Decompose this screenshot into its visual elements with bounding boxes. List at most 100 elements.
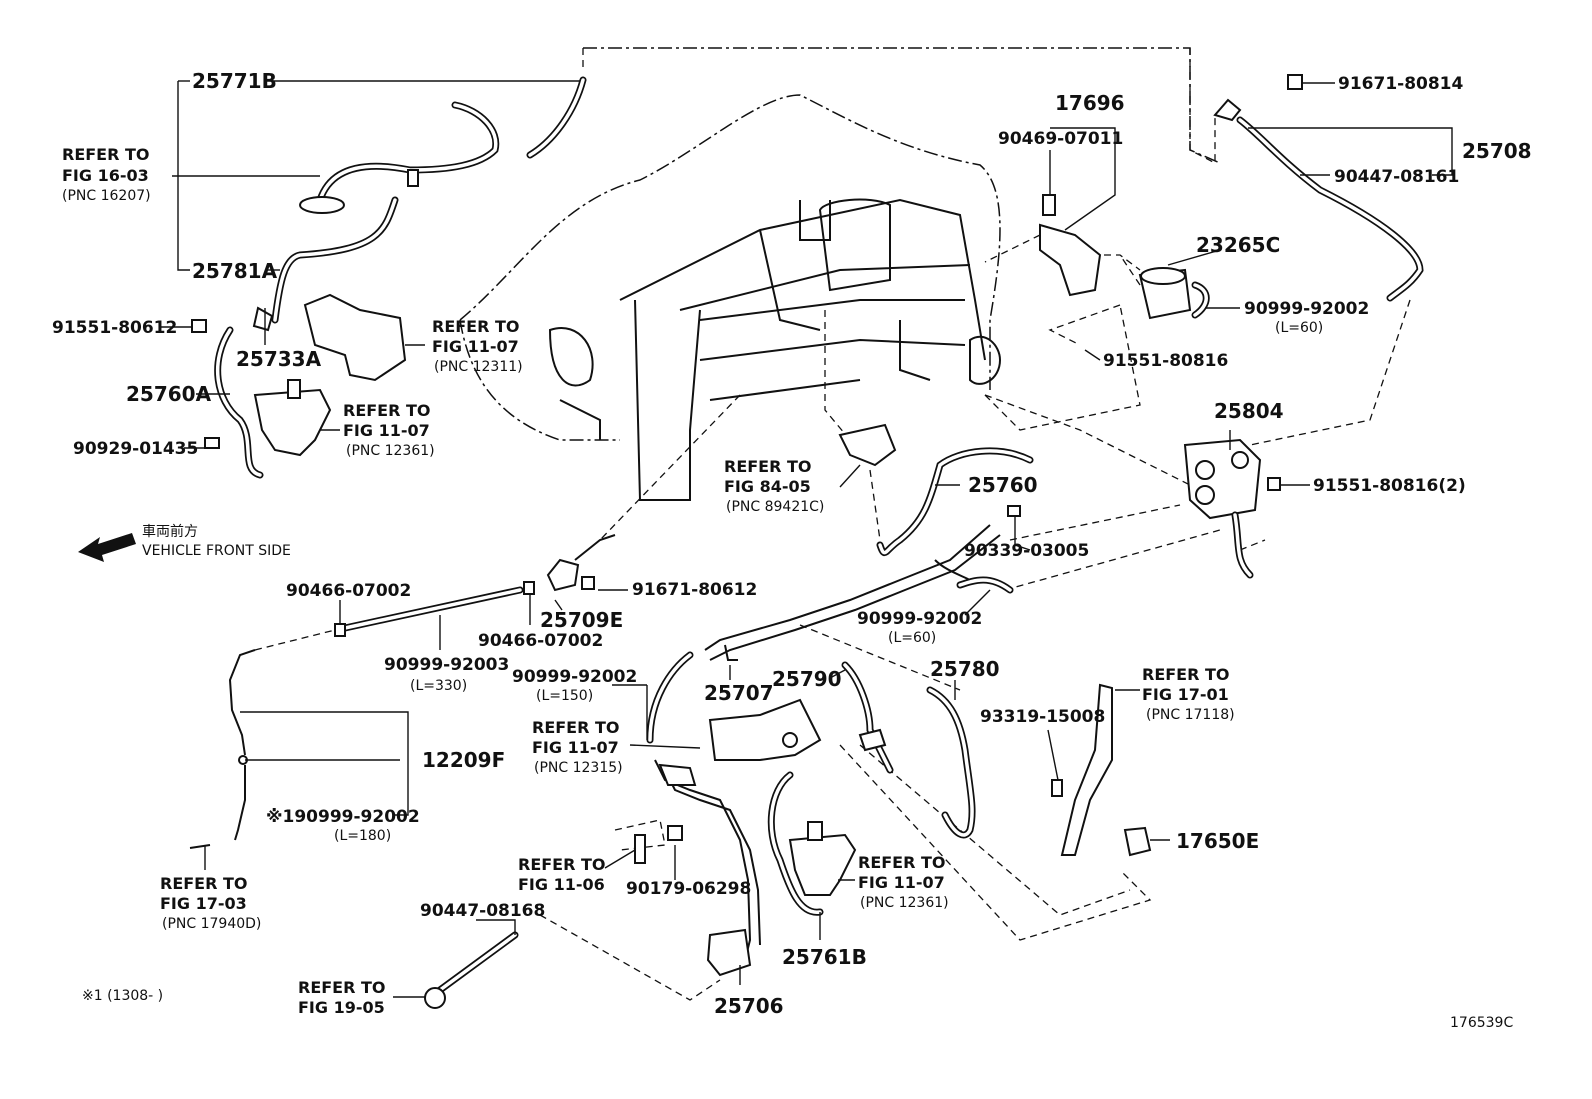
label-25709E: 25709E xyxy=(540,608,623,632)
label-90999-92002-d: ※190999-92002 xyxy=(266,807,420,827)
label-91551-80612: 91551-80612 xyxy=(52,318,177,338)
label-90469-07011: 90469-07011 xyxy=(998,129,1123,149)
svg-text:REFER TO: REFER TO xyxy=(343,401,431,420)
svg-text:REFER TO: REFER TO xyxy=(518,855,606,874)
label-90447-08168: 90447-08168 xyxy=(420,901,545,921)
label-90999-92002-d-length: (L=180) xyxy=(334,828,391,844)
svg-text:(PNC 12361): (PNC 12361) xyxy=(346,443,435,459)
label-25760A: 25760A xyxy=(126,382,212,406)
refer-fig-84-05[interactable]: REFER TO FIG 84-05 (PNC 89421C) xyxy=(724,457,824,515)
svg-text:FIG 17-01: FIG 17-01 xyxy=(1142,685,1229,704)
svg-text:(PNC 89421C): (PNC 89421C) xyxy=(726,499,824,515)
pipe-25706 xyxy=(654,759,761,977)
svg-text:FIG 84-05: FIG 84-05 xyxy=(724,477,811,496)
bracket-12311 xyxy=(303,293,407,382)
svg-text:FIG 11-06: FIG 11-06 xyxy=(518,875,605,894)
svg-text:FIG 16-03: FIG 16-03 xyxy=(62,166,149,185)
vehicle-front-arrow-icon xyxy=(78,533,136,562)
bracket-17696 xyxy=(1039,194,1102,297)
label-25733A: 25733A xyxy=(236,347,322,371)
pipe-25708 xyxy=(1213,74,1424,302)
label-90999-92002-b-length: (L=60) xyxy=(888,630,936,646)
svg-text:(PNC 12315): (PNC 12315) xyxy=(534,760,623,776)
label-90999-92002-c-length: (L=150) xyxy=(536,688,593,704)
svg-text:(PNC 16207): (PNC 16207) xyxy=(62,188,151,204)
hose-assembly-top-left xyxy=(271,76,587,324)
label-93319-15008: 93319-15008 xyxy=(980,707,1105,727)
dashed-connections xyxy=(254,48,1411,1001)
svg-text:FIG 17-03: FIG 17-03 xyxy=(160,894,247,913)
label-25780: 25780 xyxy=(930,657,1000,681)
pipe-12209F xyxy=(189,649,256,849)
refer-fig-19-05[interactable]: REFER TO FIG 19-05 xyxy=(298,978,386,1017)
label-91671-80814: 91671-80814 xyxy=(1338,74,1464,94)
label-90466-07002-a: 90466-07002 xyxy=(286,581,411,601)
refer-fig-17-03[interactable]: REFER TO FIG 17-03 (PNC 17940D) xyxy=(160,874,261,932)
leader-lines xyxy=(160,80,1453,998)
svg-text:REFER TO: REFER TO xyxy=(160,874,248,893)
label-90999-92002-a-length: (L=60) xyxy=(1275,320,1323,336)
label-90466-07002-b: 90466-07002 xyxy=(478,631,603,651)
svg-text:FIG 11-07: FIG 11-07 xyxy=(343,421,430,440)
label-17650E: 17650E xyxy=(1176,829,1259,853)
label-90999-92002-b: 90999-92002 xyxy=(857,609,982,629)
pipe-network xyxy=(334,505,1021,661)
label-91671-80612: 91671-80612 xyxy=(632,580,757,600)
vsv-valve-lower xyxy=(767,771,857,916)
svg-text:FIG 11-07: FIG 11-07 xyxy=(532,738,619,757)
svg-text:(PNC 12361): (PNC 12361) xyxy=(860,895,949,911)
refer-fig-16-03[interactable]: REFER TO FIG 16-03 (PNC 16207) xyxy=(62,145,151,204)
refer-fig-11-06[interactable]: REFER TO FIG 11-06 xyxy=(518,855,606,894)
label-25707: 25707 xyxy=(704,681,774,705)
svg-text:REFER TO: REFER TO xyxy=(432,317,520,336)
svg-text:FIG 11-07: FIG 11-07 xyxy=(858,873,945,892)
label-90999-92002-c: 90999-92002 xyxy=(512,667,637,687)
refer-fig-11-07-12315[interactable]: REFER TO FIG 11-07 (PNC 12315) xyxy=(532,718,623,776)
label-25706: 25706 xyxy=(714,994,784,1018)
sensor-89421C xyxy=(838,423,897,467)
svg-text:(PNC 17940D): (PNC 17940D) xyxy=(162,916,261,932)
label-90339-03005: 90339-03005 xyxy=(964,541,1089,561)
label-91551-80816-2: 91551-80816(2) xyxy=(1313,476,1466,496)
label-90999-92002-a: 90999-92002 xyxy=(1244,299,1369,319)
label-90179-06298: 90179-06298 xyxy=(626,879,751,899)
diagram-id: 176539C xyxy=(1450,1015,1513,1031)
label-25781A: 25781A xyxy=(192,259,278,283)
svg-text:FIG 11-07: FIG 11-07 xyxy=(432,337,519,356)
label-25760: 25760 xyxy=(968,473,1038,497)
label-90447-08161: 90447-08161 xyxy=(1334,167,1459,187)
label-12209F: 12209F xyxy=(422,748,505,772)
refer-fig-11-07-12311[interactable]: REFER TO FIG 11-07 (PNC 12311) xyxy=(432,317,523,375)
svg-text:REFER TO: REFER TO xyxy=(858,853,946,872)
vehicle-front-note: 車両前方 VEHICLE FRONT SIDE xyxy=(142,523,291,559)
hoses-25790-25780 xyxy=(841,661,976,839)
hose-25760 xyxy=(876,447,1034,557)
part-labels: 25771B 25781A 25733A 25760A 91551-80612 … xyxy=(52,69,1532,1031)
refer-to-notes: REFER TO FIG 16-03 (PNC 16207) REFER TO … xyxy=(62,145,1235,1017)
label-90999-92003: 90999-92003 xyxy=(384,655,509,675)
svg-text:REFER TO: REFER TO xyxy=(724,457,812,476)
label-91551-80816: 91551-80816 xyxy=(1103,351,1228,371)
hose-90447-08168 xyxy=(424,825,683,1009)
svg-text:(PNC 12311): (PNC 12311) xyxy=(434,359,523,375)
refer-fig-11-07-12361-b[interactable]: REFER TO FIG 11-07 (PNC 12361) xyxy=(858,853,949,911)
refer-fig-17-01[interactable]: REFER TO FIG 17-01 (PNC 17118) xyxy=(1142,665,1235,723)
label-17696: 17696 xyxy=(1055,91,1125,115)
refer-fig-11-07-12361-a[interactable]: REFER TO FIG 11-07 (PNC 12361) xyxy=(343,401,435,459)
filter-23265C xyxy=(1138,267,1210,320)
svg-text:REFER TO: REFER TO xyxy=(62,145,150,164)
label-25708: 25708 xyxy=(1462,139,1532,163)
label-25790: 25790 xyxy=(772,667,842,691)
bracket-12315 xyxy=(646,651,822,761)
svg-text:REFER TO: REFER TO xyxy=(298,978,386,997)
label-23265C: 23265C xyxy=(1196,233,1280,257)
svg-text:REFER TO: REFER TO xyxy=(1142,665,1230,684)
vsv-valve-left xyxy=(191,306,332,479)
footnote: ※1 (1308- ) xyxy=(82,988,163,1004)
label-90999-92003-length: (L=330) xyxy=(410,678,467,694)
svg-text:REFER TO: REFER TO xyxy=(532,718,620,737)
vsv-assembly-25804 xyxy=(1183,438,1281,579)
vehicle-front-en: VEHICLE FRONT SIDE xyxy=(142,543,291,559)
vehicle-front-jp: 車両前方 xyxy=(142,523,198,540)
